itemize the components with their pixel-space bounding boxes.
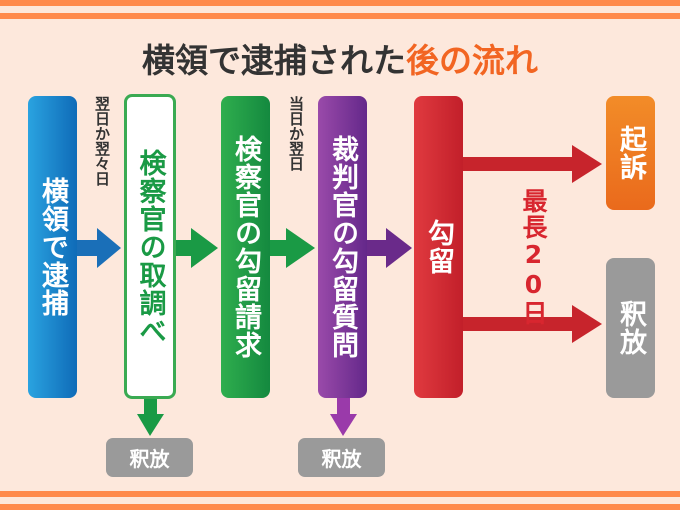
- step-interrogation: 検察官の取調べ: [124, 94, 176, 399]
- step-label: 裁判官の勾留質問: [327, 135, 358, 359]
- arrow-interrogation-to-request: [175, 228, 218, 268]
- note-next-day: 翌日か翌々日: [93, 96, 111, 186]
- step-label: 検察官の取調べ: [134, 148, 166, 345]
- release-after-question: 釈放: [298, 438, 385, 477]
- outcome-release: 釈放: [606, 258, 655, 398]
- outcome-label: 釈放: [615, 300, 646, 356]
- page-title: 横領で逮捕された後の流れ: [0, 34, 680, 82]
- arrow-to-release: [463, 305, 602, 343]
- title-main: 横領で逮捕された: [142, 41, 406, 80]
- step-label: 横領で逮捕: [37, 177, 68, 317]
- bottom-stripe: [0, 491, 680, 497]
- arrow-down-release-1: [137, 398, 164, 436]
- arrow-request-to-question: [270, 228, 315, 268]
- top-stripe: [0, 0, 680, 6]
- arrow-down-release-2: [330, 398, 357, 436]
- outcome-label: 起訴: [615, 125, 646, 181]
- step-arrest: 横領で逮捕: [28, 96, 77, 398]
- top-stripe: [0, 13, 680, 19]
- step-label: 検察官の勾留請求: [230, 135, 261, 359]
- arrow-question-to-detention: [367, 228, 412, 268]
- title-accent: 後の流れ: [406, 41, 538, 80]
- max-period: 最長20日: [519, 188, 548, 326]
- step-label: 勾留: [423, 219, 454, 275]
- step-detention-request: 検察官の勾留請求: [221, 96, 270, 398]
- step-detention: 勾留: [414, 96, 463, 398]
- arrow-to-indict: [463, 145, 602, 183]
- bottom-stripe: [0, 504, 680, 510]
- arrow-arrest-to-interrogation: [77, 228, 121, 268]
- note-same-day: 当日か翌日: [287, 96, 305, 171]
- release-after-interrogation: 釈放: [106, 438, 193, 477]
- step-detention-question: 裁判官の勾留質問: [318, 96, 367, 398]
- outcome-indict: 起訴: [606, 96, 655, 210]
